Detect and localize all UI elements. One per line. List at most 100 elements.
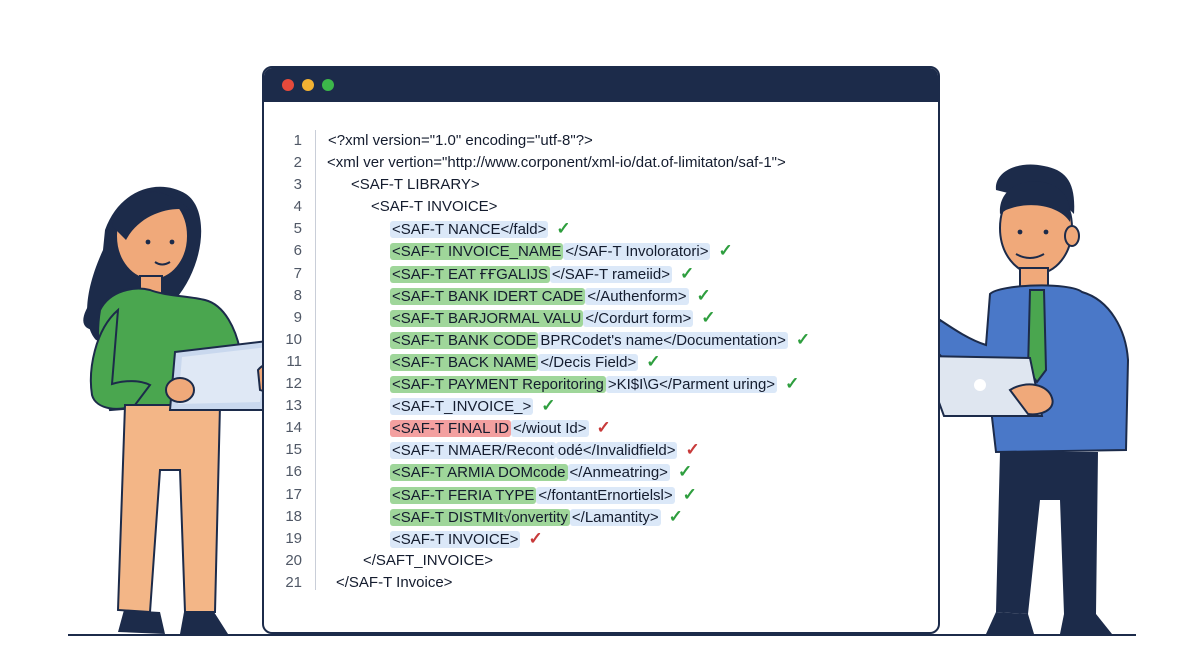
green-checkmark-icon: ✓ [701, 307, 716, 327]
window-titlebar [264, 68, 938, 102]
green-checkmark-icon: ✓ [785, 374, 800, 394]
code-line: 11<SAF-T BACK NAME</Decis Field>✓ [264, 351, 938, 373]
line-number: 9 [293, 308, 302, 326]
code-tag: <SAF-T BARJORMAL VALU [390, 309, 584, 327]
code-text: <?xml version="1.0" encoding="utf-8"?> [326, 130, 595, 152]
code-line: 9 <SAF-T BARJORMAL VALU</Cordurt form> ✓ [264, 307, 938, 329]
code-line: 20 </SAFT_INVOICE> [264, 550, 938, 572]
code-tag-tail: odé</Invalidfield> [555, 442, 678, 460]
green-checkmark-icon: ✓ [677, 462, 693, 482]
line-number: 6 [293, 242, 302, 260]
code-line: 19<SAF-T INVOICE>✓ [264, 528, 938, 550]
line-number: 13 [285, 397, 302, 415]
code-text: <SAF-T NANCE</fald> ✓ [390, 218, 571, 241]
code-text: <SAF-T FINAL ID</wiout Id> ✓ [390, 417, 611, 440]
xml-code-block: 1 <?xml version="1.0" encoding="utf-8"?> 2… [264, 130, 938, 594]
code-line: 17 <SAF-T FERIA TYPE</fontantErnortielsl>… [264, 484, 938, 506]
code-text: <SAF-T BANK IDERT CADE</Authenform>✓ [390, 285, 711, 308]
green-checkmark-icon: ✓ [718, 241, 733, 261]
code-text: <SAF-T_INVOICE_> ✓ [390, 395, 555, 418]
code-editor-window: 1 <?xml version="1.0" encoding="utf-8"?> 2… [262, 66, 940, 634]
code-text: <SAF-T INVOICE> [369, 196, 499, 218]
code-tag-tail: </SAF-T Involoratori> [563, 243, 711, 261]
code-line: 18 <SAF-T DISTMIt√onvertity</Lamantity>✓ [264, 506, 938, 528]
code-text: <SAF-T PAYMENT Reporitoring>KI$I\G</Parm… [390, 373, 799, 396]
code-tag-tail: </Decis Field> [538, 353, 639, 371]
code-text: <SAF-T DISTMIt√onvertity</Lamantity>✓ [390, 506, 683, 529]
red-checkmark-icon: ✓ [685, 440, 700, 460]
code-tag-tail: </Cordurt form> [583, 309, 694, 327]
minimize-dot-icon[interactable] [302, 79, 314, 91]
code-line: 1 <?xml version="1.0" encoding="utf-8"?> [264, 130, 938, 152]
green-checkmark-icon: ✓ [541, 396, 556, 416]
code-tag-tail: BPRCodet's name</Documentation> [538, 331, 788, 349]
line-number: 12 [285, 375, 302, 393]
line-number: 1 [293, 132, 302, 149]
code-line: 12 <SAF-T PAYMENT Reporitoring>KI$I\G</Pa… [264, 373, 938, 395]
line-number-gutter-divider [315, 130, 316, 590]
code-line: 13 <SAF-T_INVOICE_> ✓ [264, 395, 938, 417]
code-line: 8<SAF-T BANK IDERT CADE</Authenform>✓ [264, 285, 938, 307]
code-tag: <SAF-T LIBRARY> [351, 176, 480, 194]
line-number: 10 [285, 330, 302, 348]
code-tag-tail: >KI$I\G</Parment uring> [605, 376, 778, 394]
line-number: 20 [285, 551, 302, 569]
code-tag-tail: </SAF-T rameiid> [549, 265, 672, 283]
green-checkmark-icon: ✓ [646, 351, 661, 371]
code-tag: <xml ver vertion="http://www.corponent/x… [327, 154, 786, 172]
code-tag: <SAF-T EAT ҒҒGALIJS [390, 265, 550, 283]
code-text: <SAF-T FERIA TYPE</fontantErnortielsl> ✓ [390, 484, 697, 507]
code-text: <SAF-T BACK NAME</Decis Field> ✓ [390, 351, 660, 374]
code-tag: <SAF-T ARMIA DOMcode [390, 464, 568, 482]
code-line: 4 <SAF-T INVOICE> [264, 196, 938, 218]
code-tag: <SAF-T_INVOICE_> [390, 398, 534, 416]
code-tag: <SAF-T FINAL ID [390, 420, 512, 438]
code-tag: <SAF-T DISTMIt√onvertity [390, 508, 570, 526]
green-checkmark-icon: ✓ [668, 506, 683, 526]
code-line: 16 <SAF-T ARMIA DOMcode</Anmeatring> ✓ [264, 461, 938, 483]
red-checkmark-icon: ✓ [528, 528, 543, 548]
red-checkmark-icon: ✓ [596, 418, 611, 438]
line-number: 3 [293, 176, 302, 194]
code-line: 6<SAF-T INVOICE_NAME</SAF-T Involoratori… [264, 240, 938, 262]
code-line: 7 <SAF-T EAT ҒҒGALIJS</SAF-T rameiid>✓ [264, 263, 938, 285]
woman-figure [83, 186, 286, 634]
close-dot-icon[interactable] [282, 79, 294, 91]
green-checkmark-icon: ✓ [556, 219, 571, 239]
line-number: 15 [285, 441, 302, 459]
line-number: 7 [293, 264, 302, 282]
line-number: 14 [285, 419, 302, 437]
line-number: 4 [293, 198, 302, 216]
code-tag: <SAF-T INVOICE> [371, 198, 498, 216]
code-line: 21</SAF-T Invoice> [264, 572, 938, 594]
line-number: 17 [285, 485, 302, 503]
code-text: </SAF-T Invoice> [334, 572, 454, 594]
maximize-dot-icon[interactable] [322, 79, 334, 91]
code-text: </SAFT_INVOICE> [361, 550, 495, 572]
code-tag-tail: </Anmeatring> [567, 464, 670, 482]
green-checkmark-icon: ✓ [682, 484, 697, 504]
line-number: 16 [285, 463, 302, 481]
code-tag: <SAF-T BACK NAME [390, 353, 539, 371]
floor-line [68, 634, 1136, 636]
code-line: 3 <SAF-T LIBRARY> [264, 174, 938, 196]
code-tag: <SAF-T NMAER/Recont [390, 442, 556, 460]
code-tag: </SAFT_INVOICE> [363, 551, 494, 569]
line-number: 8 [293, 286, 302, 304]
code-tag: <SAF-T NANCE</fald> [390, 221, 549, 239]
code-text: <SAF-T EAT ҒҒGALIJS</SAF-T rameiid>✓ [390, 263, 694, 286]
code-tag-tail: </Authenform> [585, 287, 689, 305]
line-number: 18 [285, 507, 302, 525]
code-line: 5 <SAF-T NANCE</fald> ✓ [264, 218, 938, 240]
code-tag-tail: </fontantErnortielsl> [536, 486, 675, 504]
code-tag-tail: </wiout Id> [511, 420, 589, 438]
code-tag: <SAF-T FERIA TYPE [390, 486, 537, 504]
green-checkmark-icon: ✓ [696, 285, 711, 305]
line-number: 5 [293, 220, 302, 238]
code-text: <SAF-T ARMIA DOMcode</Anmeatring> ✓ [390, 461, 692, 484]
code-text: <xml ver vertion="http://www.corponent/x… [325, 152, 788, 174]
